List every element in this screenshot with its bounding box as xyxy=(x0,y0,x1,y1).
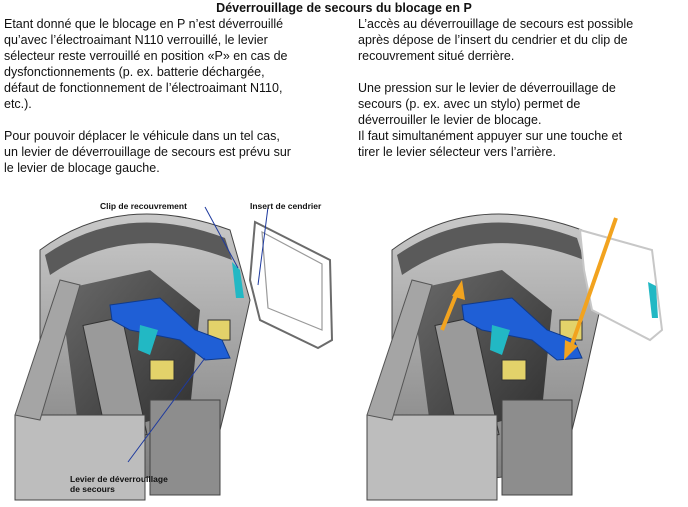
label-insert: Insert de cendrier xyxy=(250,201,322,211)
left-paragraph-2: Pour pouvoir déplacer le véhicule dans u… xyxy=(4,129,291,175)
right-paragraph-1: L’accès au déverrouillage de secours est… xyxy=(358,17,634,63)
left-illustration-drawing xyxy=(14,206,334,501)
left-illustration: Clip de recouvrement Insert de cendrier … xyxy=(0,190,345,502)
page-title: Déverrouillage de secours du blocage en … xyxy=(216,1,472,15)
label-clip: Clip de recouvrement xyxy=(100,201,187,211)
left-paragraph-1: Etant donné que le blocage en P n’est dé… xyxy=(4,17,288,111)
right-paragraph-2: Une pression sur le levier de déverrouil… xyxy=(358,81,623,159)
label-lever: Levier de déverrouillage de secours xyxy=(70,474,168,494)
right-text-column: L’accès au déverrouillage de secours est… xyxy=(358,16,684,176)
right-illustration-drawing xyxy=(366,213,664,501)
left-text-column: Etant donné que le blocage en P n’est dé… xyxy=(4,16,344,192)
right-illustration xyxy=(352,190,688,502)
